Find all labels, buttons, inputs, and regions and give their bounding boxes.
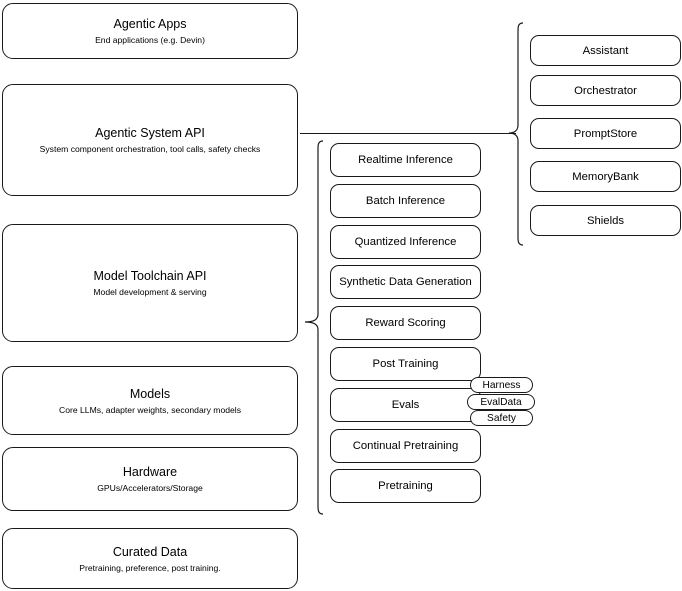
layer-title: Agentic Apps: [113, 17, 187, 31]
capability-label: Reward Scoring: [365, 317, 446, 329]
capability-box-realtime-inference[interactable]: Realtime Inference: [330, 143, 481, 177]
layer-subtitle: System component orchestration, tool cal…: [39, 144, 261, 154]
layer-title: Models: [129, 386, 171, 401]
component-box-shields[interactable]: Shields: [530, 205, 681, 236]
capability-box-batch-inference[interactable]: Batch Inference: [330, 184, 481, 218]
layer-box-model-toolchain-api[interactable]: Model Toolchain API Model development & …: [2, 224, 298, 342]
layer-subtitle: End applications (e.g. Devin): [95, 35, 205, 45]
capability-box-pretraining[interactable]: Pretraining: [330, 469, 481, 503]
capability-label: Synthetic Data Generation: [339, 276, 472, 288]
capability-box-quantized-inference[interactable]: Quantized Inference: [330, 225, 481, 259]
capability-box-post-training[interactable]: Post Training: [330, 347, 481, 381]
eval-pill-label: Safety: [487, 412, 516, 424]
capability-label: Quantized Inference: [354, 236, 457, 248]
layer-box-agentic-apps[interactable]: Agentic Apps End applications (e.g. Devi…: [2, 3, 298, 59]
component-label: Orchestrator: [574, 84, 637, 97]
component-label: Assistant: [582, 44, 629, 57]
layer-subtitle: GPUs/Accelerators/Storage: [97, 483, 203, 493]
layer-box-hardware[interactable]: Hardware GPUs/Accelerators/Storage: [2, 447, 298, 511]
layer-title: Curated Data: [112, 544, 188, 559]
component-box-promptstore[interactable]: PromptStore: [530, 118, 681, 149]
layer-title: Model Toolchain API: [93, 269, 207, 283]
component-box-orchestrator[interactable]: Orchestrator: [530, 75, 681, 106]
layer-title: Agentic System API: [95, 126, 205, 140]
component-label: MemoryBank: [572, 170, 639, 183]
eval-pill-safety[interactable]: Safety: [470, 410, 533, 426]
capability-box-reward-scoring[interactable]: Reward Scoring: [330, 306, 481, 340]
component-label: PromptStore: [573, 127, 638, 140]
layer-box-agentic-system-api[interactable]: Agentic System API System component orch…: [2, 84, 298, 196]
component-label: Shields: [586, 214, 625, 227]
component-box-assistant[interactable]: Assistant: [530, 35, 681, 66]
capability-label: Post Training: [372, 358, 439, 370]
capability-box-synthetic-data-generation[interactable]: Synthetic Data Generation: [330, 265, 481, 299]
eval-pill-harness[interactable]: Harness: [470, 377, 533, 393]
layer-subtitle: Core LLMs, adapter weights, secondary mo…: [59, 404, 241, 415]
eval-pill-evaldata[interactable]: EvalData: [467, 394, 535, 410]
capability-label: Evals: [391, 399, 420, 411]
eval-pill-label: EvalData: [480, 396, 522, 408]
capability-box-evals[interactable]: Evals: [330, 388, 481, 422]
capability-box-continual-pretraining[interactable]: Continual Pretraining: [330, 429, 481, 463]
capability-label: Continual Pretraining: [352, 440, 459, 452]
eval-pill-label: Harness: [482, 379, 521, 391]
capability-label: Pretraining: [378, 480, 433, 492]
component-box-memorybank[interactable]: MemoryBank: [530, 161, 681, 192]
layer-subtitle: Pretraining, preference, post training.: [79, 562, 221, 573]
capability-label: Batch Inference: [365, 195, 446, 207]
bracket-toolchain-capabilities: [304, 140, 324, 515]
layer-box-curated-data[interactable]: Curated Data Pretraining, preference, po…: [2, 528, 298, 589]
layer-box-models[interactable]: Models Core LLMs, adapter weights, secon…: [2, 366, 298, 435]
layer-title: Hardware: [122, 465, 178, 479]
connector-agentic-system-api-to-components: [300, 133, 516, 135]
capability-label: Realtime Inference: [358, 154, 453, 166]
layer-subtitle: Model development & serving: [93, 287, 207, 297]
